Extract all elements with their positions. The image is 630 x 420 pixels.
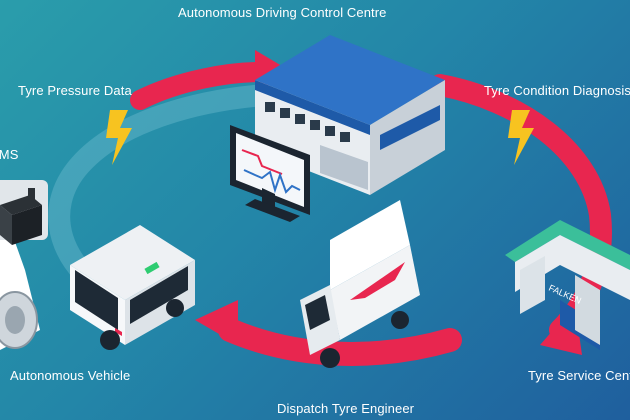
lightning-icon-right	[508, 110, 534, 165]
bus-icon	[70, 225, 195, 350]
label-tyre-service: Tyre Service Centre	[528, 368, 630, 383]
ring-arc-top-left	[130, 62, 270, 110]
lightning-icon	[106, 110, 132, 165]
label-control-centre: Autonomous Driving Control Centre	[178, 5, 387, 20]
tpms-sensor-icon	[0, 180, 48, 350]
label-autonomous-vehicle: Autonomous Vehicle	[10, 368, 131, 383]
ring-arc-bottom	[218, 318, 462, 366]
building-icon	[255, 35, 445, 195]
label-tpms: TPMS	[0, 147, 19, 162]
arrow-head-bottom	[195, 300, 238, 345]
label-tyre-pressure: Tyre Pressure Data	[18, 83, 132, 98]
truck-icon	[300, 200, 420, 368]
service-station-icon	[505, 220, 630, 350]
label-dispatch: Dispatch Tyre Engineer	[277, 401, 415, 416]
label-tyre-condition: Tyre Condition Diagnosis	[484, 83, 630, 98]
monitor-icon	[230, 125, 310, 222]
